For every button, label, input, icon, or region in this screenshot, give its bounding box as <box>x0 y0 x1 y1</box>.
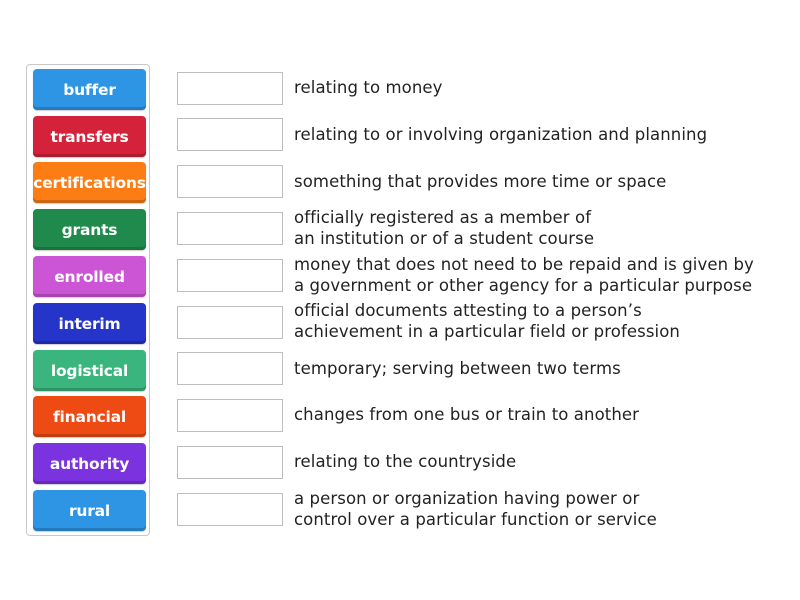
tile-enrolled[interactable]: enrolled <box>33 256 146 297</box>
drop-slot-10[interactable] <box>177 493 283 526</box>
definition-8: changes from one bus or train to another <box>294 405 640 424</box>
tile-buffer[interactable]: buffer <box>33 69 146 110</box>
drop-slot-4[interactable] <box>177 212 283 245</box>
definition-4: officially registered as a member of an … <box>294 208 595 248</box>
tile-logistical[interactable]: logistical <box>33 350 146 391</box>
drop-slot-6[interactable] <box>177 306 283 339</box>
drop-slot-2[interactable] <box>177 118 283 151</box>
tile-authority[interactable]: authority <box>33 443 146 484</box>
tile-certifications[interactable]: certifications <box>33 162 146 203</box>
word-bank: buffer transfers certifications grants e… <box>26 64 150 536</box>
definition-7: temporary; serving between two terms <box>294 359 621 378</box>
definition-1: relating to money <box>294 78 443 97</box>
definition-10: a person or organization having power or… <box>294 489 657 529</box>
drop-slot-1[interactable] <box>177 72 283 105</box>
tile-rural[interactable]: rural <box>33 490 146 531</box>
drop-slot-7[interactable] <box>177 352 283 385</box>
definition-2: relating to or involving organization an… <box>294 125 708 144</box>
definition-5: money that does not need to be repaid an… <box>294 255 754 295</box>
definition-3: something that provides more time or spa… <box>294 172 667 191</box>
tile-grants[interactable]: grants <box>33 209 146 250</box>
drop-slot-5[interactable] <box>177 259 283 292</box>
drop-slot-3[interactable] <box>177 165 283 198</box>
definition-9: relating to the countryside <box>294 452 517 471</box>
tile-transfers[interactable]: transfers <box>33 116 146 157</box>
drop-slot-8[interactable] <box>177 399 283 432</box>
drop-slot-9[interactable] <box>177 446 283 479</box>
definition-6: official documents attesting to a person… <box>294 301 680 341</box>
tile-financial[interactable]: financial <box>33 396 146 437</box>
tile-interim[interactable]: interim <box>33 303 146 344</box>
